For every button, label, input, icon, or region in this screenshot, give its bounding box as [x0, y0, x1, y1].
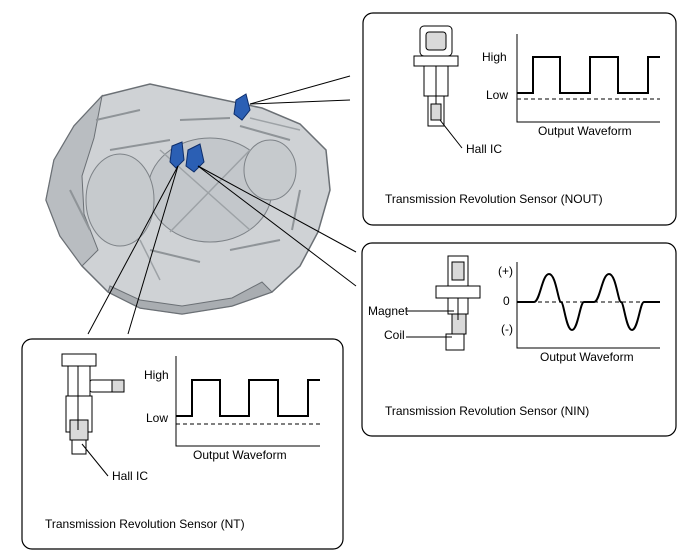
- nt-panel: Hall IC High Low Output Waveform Transmi…: [21, 338, 344, 550]
- nin-waveform-chart: (+) 0 (-) Output Waveform: [498, 262, 660, 364]
- transmission-bellhousing: [45, 94, 103, 267]
- nt-caption: Transmission Revolution Sensor (NT): [45, 517, 245, 531]
- nout-waveform-chart: High Low Output Waveform: [482, 34, 660, 138]
- nin-coil-label: Coil: [384, 328, 405, 342]
- nout-panel: Hall IC High Low Output Waveform Transmi…: [362, 12, 677, 226]
- nin-sensor-drawing: [435, 255, 481, 351]
- nout-square-wave: [517, 56, 660, 94]
- nin-panel: Magnet Coil (+) 0 (-) Output Waveform Tr…: [361, 242, 677, 437]
- nout-sensor-on-case: [233, 93, 251, 121]
- nt-waveform-chart: High Low Output Waveform: [144, 356, 320, 462]
- nout-axis-caption: Output Waveform: [538, 124, 632, 138]
- nout-high-label: High: [482, 50, 507, 64]
- nout-caption: Transmission Revolution Sensor (NOUT): [385, 192, 603, 206]
- nout-low-label: Low: [486, 88, 508, 102]
- nt-sensor-drawing: [61, 353, 125, 455]
- transmission-illustration: [45, 83, 331, 315]
- nout-sensor-drawing: [413, 25, 459, 127]
- nt-high-label: High: [144, 368, 169, 382]
- nin-minus-label: (-): [501, 322, 513, 336]
- transmission-rib: [139, 117, 301, 281]
- nin-magnet-label: Magnet: [368, 304, 409, 318]
- transmission-case-boss: [85, 153, 155, 247]
- nin-axis-caption: Output Waveform: [540, 350, 634, 364]
- nin-caption: Transmission Revolution Sensor (NIN): [385, 404, 589, 418]
- transmission-case-boss: [243, 139, 297, 201]
- nt-hall-leader: [81, 443, 109, 477]
- nt-square-wave: [176, 379, 320, 417]
- nt-sensor-on-case: [169, 141, 185, 169]
- nout-hall-label: Hall IC: [466, 142, 502, 156]
- nt-low-label: Low: [146, 411, 168, 425]
- nin-zero-label: 0: [503, 294, 510, 308]
- nt-hall-label: Hall IC: [112, 469, 148, 483]
- nin-plus-label: (+): [498, 264, 513, 278]
- nt-axis-caption: Output Waveform: [193, 448, 287, 462]
- transmission-rib: [69, 109, 301, 263]
- transmission-oil-pan: [107, 281, 273, 315]
- nout-hall-leader: [439, 119, 463, 149]
- callout-lines: [87, 75, 357, 335]
- nin-sine-wave: [517, 272, 660, 332]
